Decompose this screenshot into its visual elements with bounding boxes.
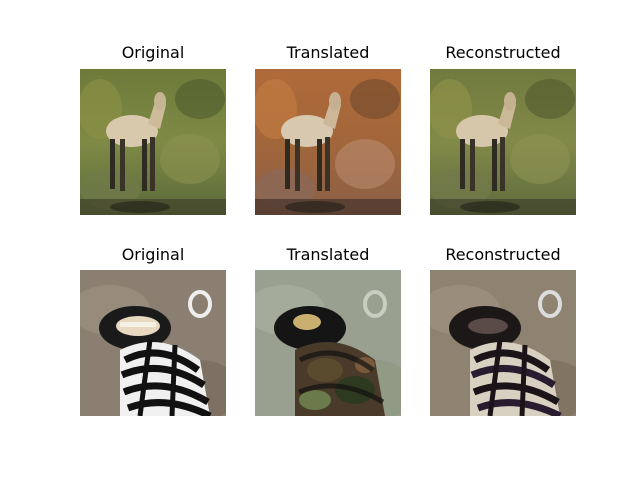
- horse-translated-image: [255, 69, 401, 215]
- panel-title: Translated: [286, 43, 370, 62]
- panel-title: Original: [121, 245, 185, 264]
- zebra-reconstructed-image: [430, 270, 576, 416]
- panel-title: Translated: [286, 245, 370, 264]
- zebra-translated-image: [255, 270, 401, 416]
- horse-reconstructed-image: [430, 69, 576, 215]
- panel-title: Original: [121, 43, 185, 62]
- panel-title: Reconstructed: [445, 43, 561, 62]
- horse-original-image: [80, 69, 226, 215]
- panel-title: Reconstructed: [445, 245, 561, 264]
- zebra-original-image: [80, 270, 226, 416]
